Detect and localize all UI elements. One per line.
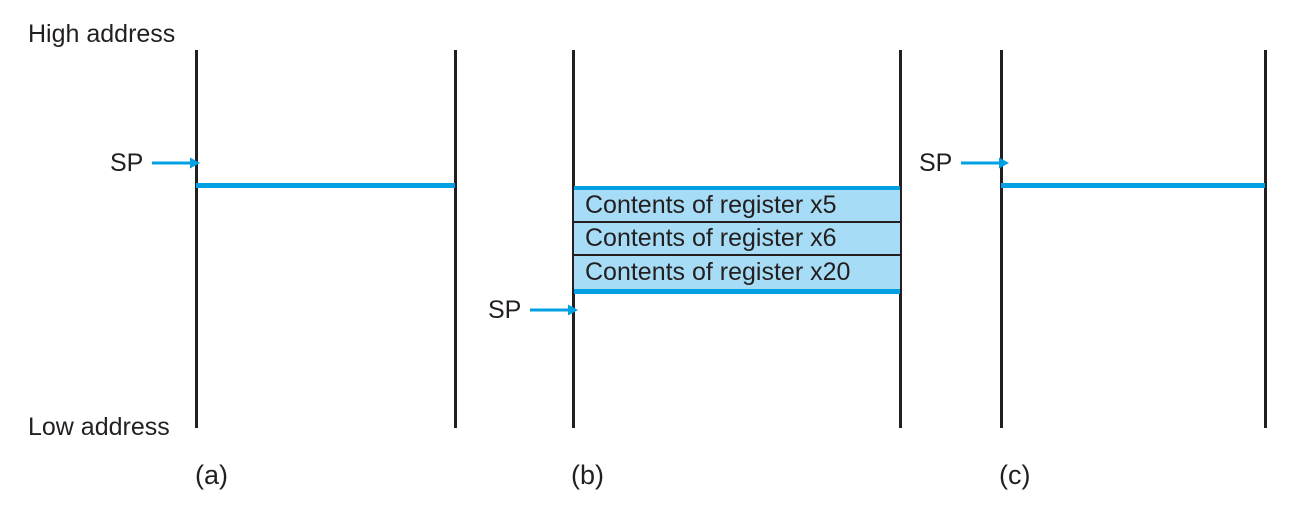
arrow-right-icon [961, 157, 1010, 169]
panel-c-stack-pointer-line [1001, 183, 1265, 188]
panel-b-sp-pointer: SP [488, 295, 579, 324]
panel-c-right-boundary [1264, 50, 1267, 428]
stack-cell: Contents of register x5 [574, 190, 900, 223]
panel-a-stack-pointer-line [196, 183, 455, 188]
panel-a-sp-pointer: SP [110, 148, 201, 177]
panel-c-sp-label: SP [919, 148, 953, 177]
arrow-right-icon [530, 304, 579, 316]
panel-a-caption: (a) [195, 460, 228, 490]
panel-b-left-boundary [572, 50, 575, 428]
panel-c-caption: (c) [999, 460, 1031, 490]
panel-a-right-boundary [454, 50, 457, 428]
panel-b-caption: (b) [571, 460, 604, 490]
panel-c-left-boundary [1000, 50, 1003, 428]
stack-cell: Contents of register x20 [585, 258, 851, 286]
panel-b-pushed-registers-block: Contents of register x5 Contents of regi… [574, 186, 900, 294]
panel-b-sp-label: SP [488, 295, 522, 324]
panel-b-right-boundary [899, 50, 902, 428]
arrow-right-icon [152, 157, 201, 169]
stack-cell: Contents of register x6 [574, 223, 900, 256]
panel-a-sp-label: SP [110, 148, 144, 177]
high-address-label: High address [28, 20, 176, 48]
low-address-label: Low address [28, 413, 170, 441]
panel-a-left-boundary [195, 50, 198, 428]
panel-c-sp-pointer: SP [919, 148, 1010, 177]
